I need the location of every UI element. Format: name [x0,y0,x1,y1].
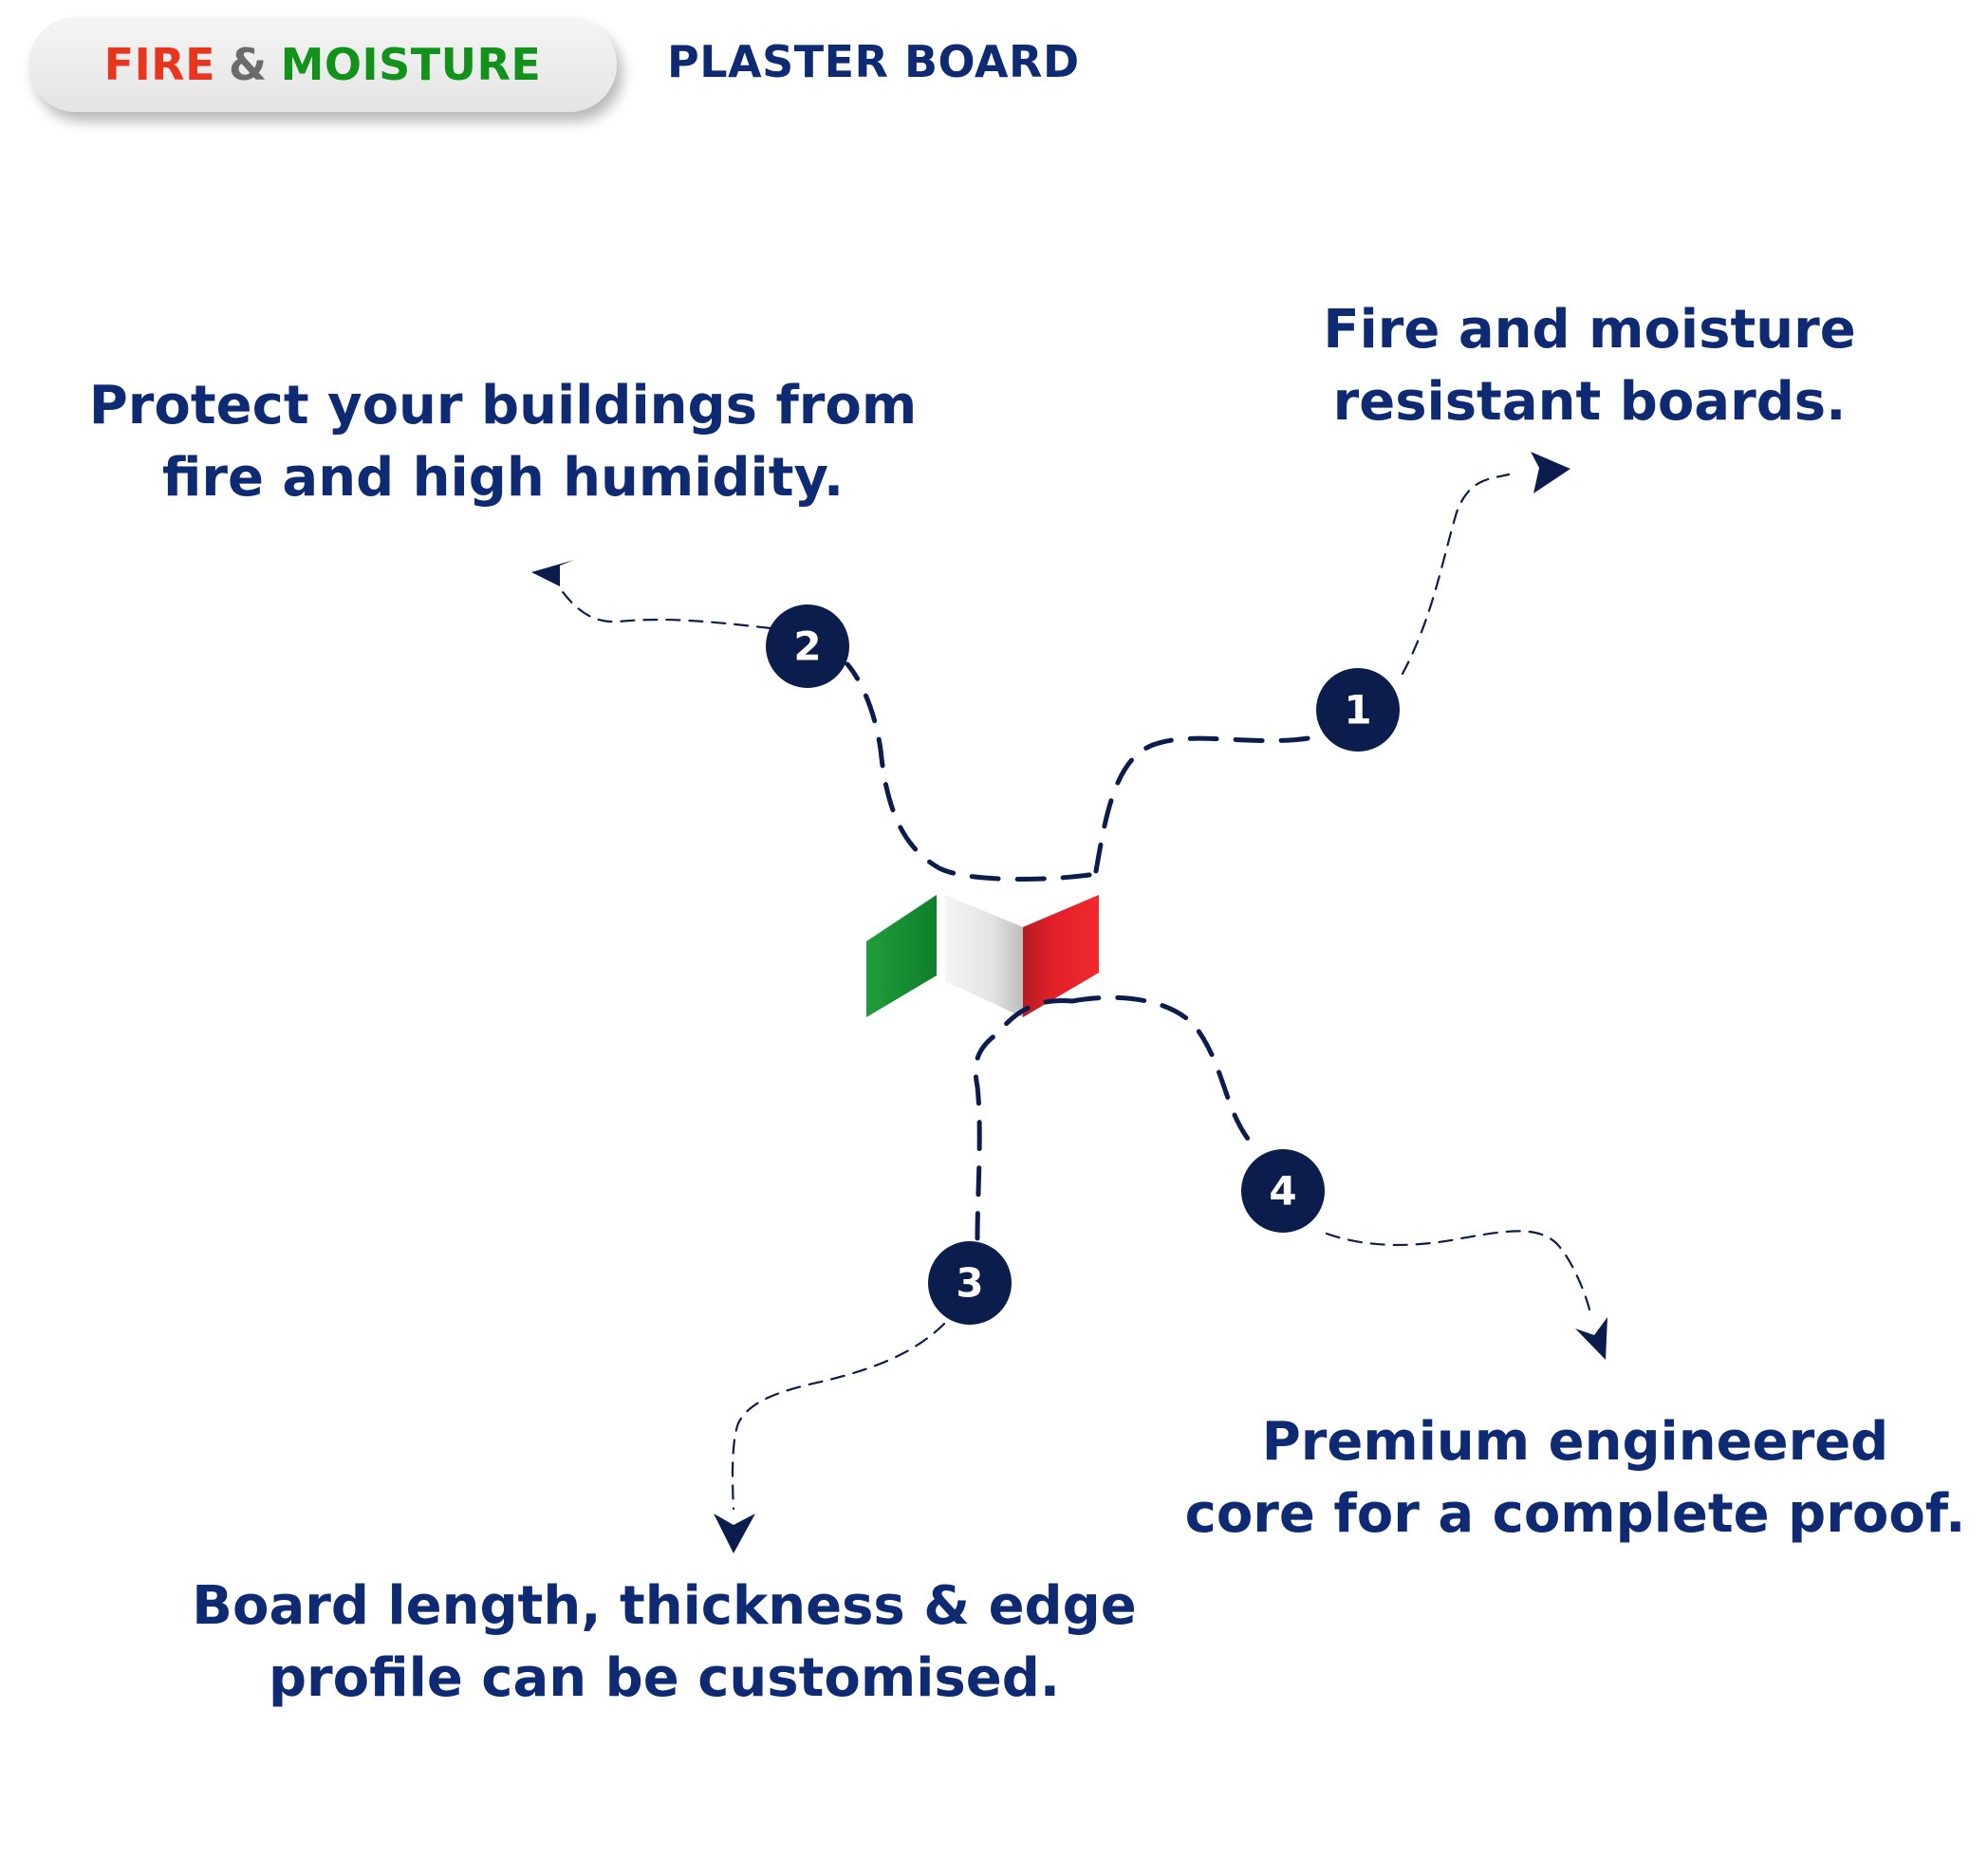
feature-4-line-1: Premium engineered [1261,1411,1889,1473]
route-2-outer [558,586,772,630]
badge-3: 3 [928,1241,1012,1325]
feature-1-line-1: Fire and moisture [1323,299,1856,361]
route-4-outer [1325,1230,1591,1311]
feature-2-text: Protect your buildings from fire and hig… [38,370,968,514]
badge-3-number: 3 [956,1260,983,1307]
route-3-inner [973,997,1075,1241]
arrow-2-icon [531,560,574,586]
arrow-4-icon [1575,1317,1607,1360]
badge-fire-text: FIRE [103,39,216,90]
feature-2-line-2: fire and high humidity. [161,447,845,509]
badge-4-number: 4 [1269,1168,1296,1215]
route-3-outer [731,1322,946,1511]
route-1-outer [1401,473,1511,676]
badge-1: 1 [1316,668,1400,752]
italian-flag-icon [866,895,1099,1017]
badge-moisture-text: MOISTURE [280,39,542,90]
badge-4: 4 [1241,1149,1325,1233]
feature-1-line-2: resistant boards. [1332,371,1847,433]
route-1-inner [1093,733,1327,874]
feature-3-text: Board length, thickness & edge profile c… [142,1570,1186,1715]
page-title: PLASTER BOARD [667,36,1080,87]
badge-1-number: 1 [1344,687,1371,734]
feature-3-line-1: Board length, thickness & edge [192,1575,1137,1637]
feature-1-text: Fire and moisture resistant boards. [1257,294,1922,438]
feature-4-line-2: core for a complete proof. [1184,1483,1966,1545]
feature-3-line-2: profile can be customised. [268,1647,1061,1709]
arrow-3-icon [714,1514,755,1553]
badge-2: 2 [766,604,849,688]
feature-4-text: Premium engineered core for a complete p… [1172,1406,1979,1551]
badge-2-number: 2 [793,623,821,670]
route-4-inner [1069,994,1251,1142]
route-2-inner [845,661,1092,882]
category-badge: FIRE & MOISTURE [28,17,617,112]
badge-ampersand: & [229,39,268,90]
feature-2-line-1: Protect your buildings from [88,375,918,437]
arrow-1-icon [1531,452,1570,493]
